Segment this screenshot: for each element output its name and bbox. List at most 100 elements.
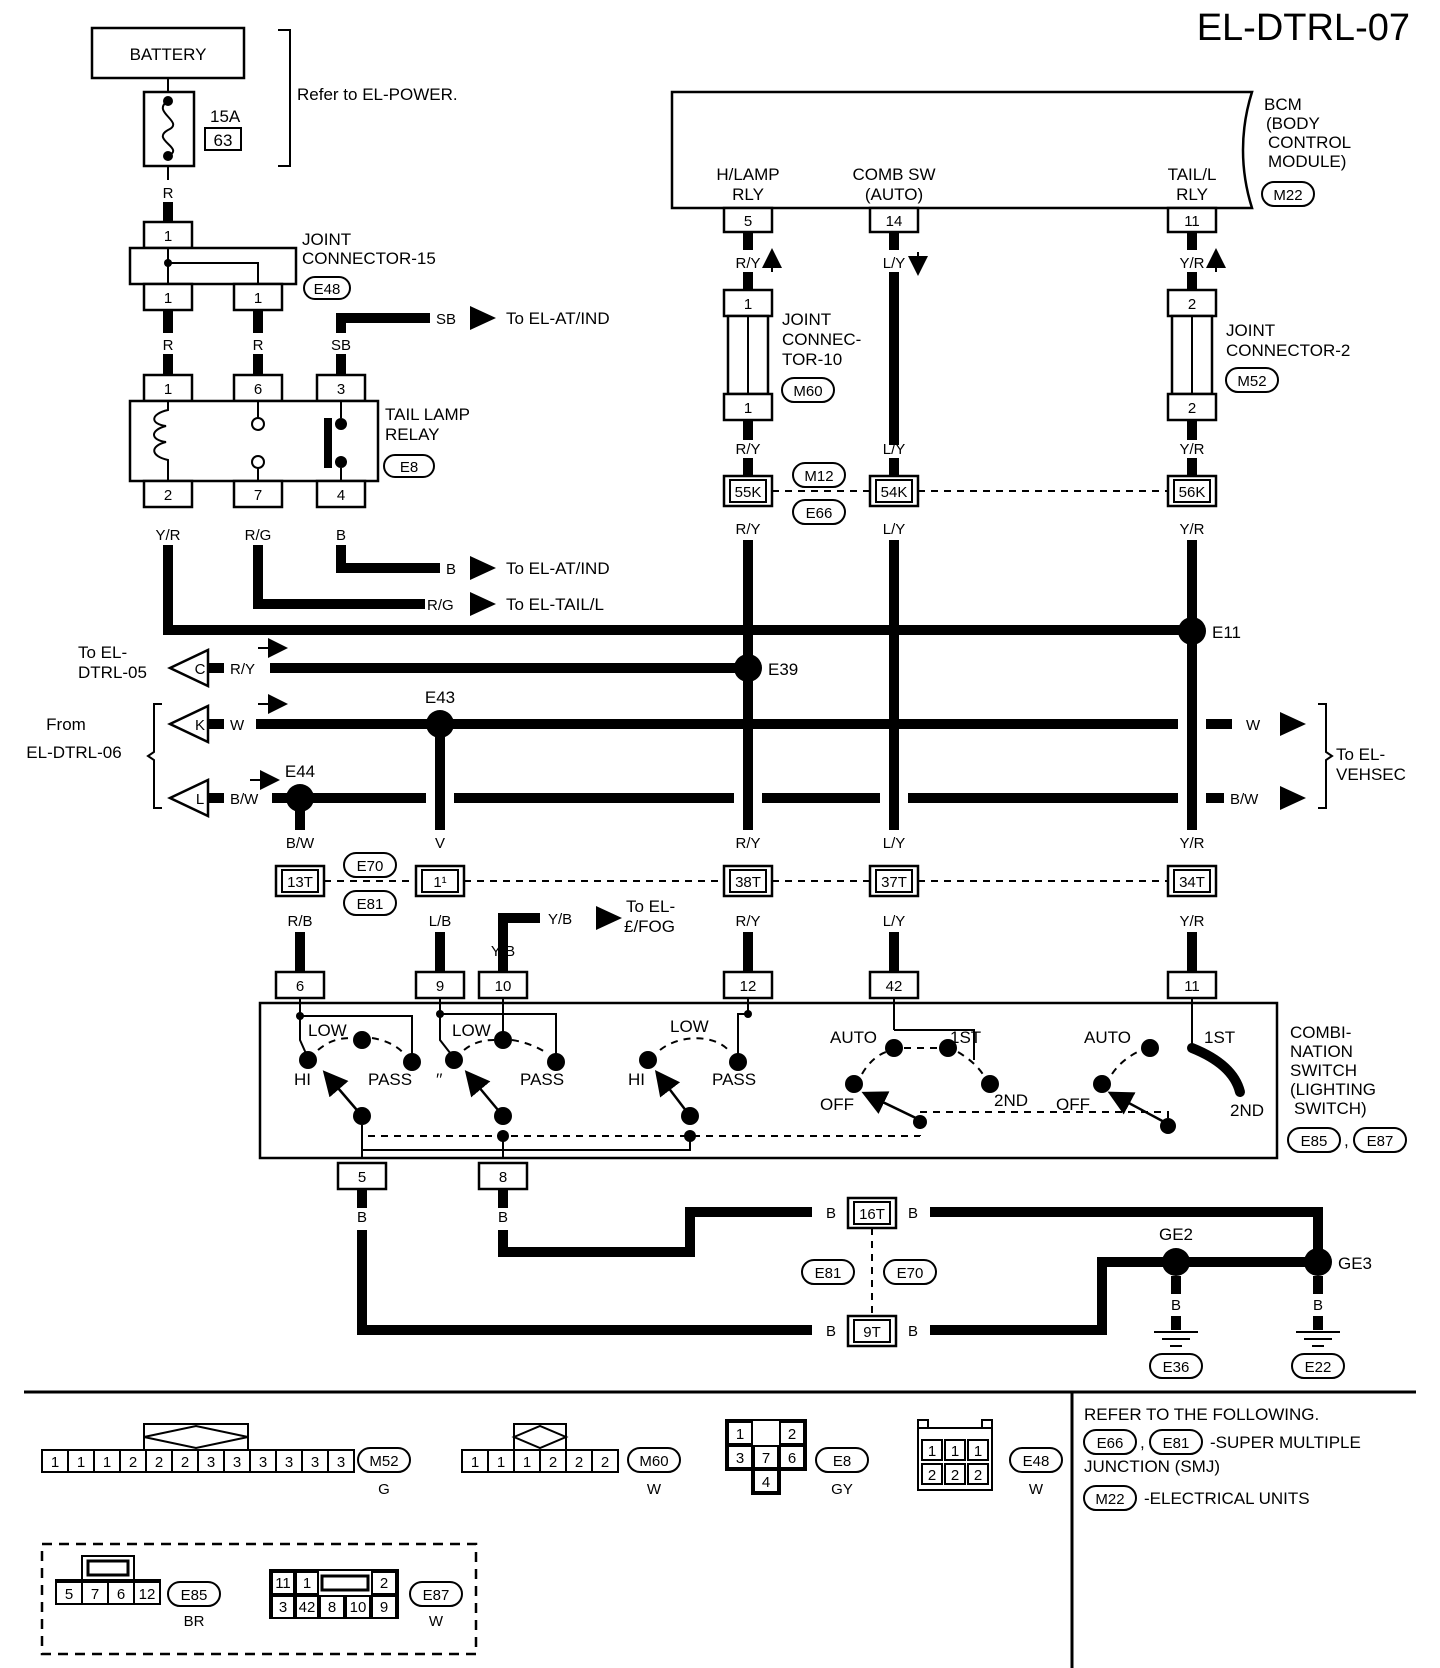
connector-pin-label: 2 [575, 1454, 583, 1471]
svg-text:2: 2 [928, 1467, 936, 1484]
wire-r-battery: R [163, 185, 174, 202]
svg-text:DTRL-05: DTRL-05 [78, 663, 147, 682]
svg-text:1ST: 1ST [950, 1028, 981, 1047]
svg-text:11: 11 [1184, 978, 1200, 995]
svg-text:3: 3 [279, 1599, 287, 1616]
svg-text:TOR-10: TOR-10 [782, 350, 842, 369]
svg-text:SWITCH: SWITCH [1290, 1061, 1357, 1080]
svg-text:B/W: B/W [1230, 791, 1259, 808]
svg-text:R/Y: R/Y [735, 255, 760, 272]
svg-text:PASS: PASS [520, 1070, 564, 1089]
svg-text:1: 1 [164, 290, 172, 307]
svg-text:16T: 16T [859, 1206, 885, 1223]
svg-text:8: 8 [328, 1599, 336, 1616]
tail-lamp-relay: 1 6 3 2 7 4 TAIL LAMP RELAY E8 Y/R R/G B [128, 373, 470, 544]
harness-e70-e81: B/W V R/Y L/Y Y/R 13T 1¹ 38T 37T 34T E70… [274, 835, 1218, 930]
svg-text:2ND: 2ND [1230, 1101, 1264, 1120]
svg-text:GY: GY [831, 1481, 853, 1498]
svg-text:5: 5 [744, 213, 752, 230]
svg-text:B: B [826, 1205, 836, 1222]
svg-text:(BODY: (BODY [1266, 114, 1320, 133]
svg-text:E87: E87 [1367, 1133, 1394, 1150]
combsw-section-2: LOW ′′ PASS [436, 998, 565, 1142]
svg-text:B/W: B/W [286, 835, 315, 852]
svg-text:R/G: R/G [427, 597, 454, 614]
svg-text:1: 1 [254, 290, 262, 307]
svg-text:M22: M22 [1095, 1491, 1124, 1508]
svg-text:R: R [163, 337, 174, 354]
connector-pin-label: 5 [65, 1586, 73, 1603]
bw-bus: L B/W E44 B/W [167, 762, 1306, 818]
w-bus: From EL-DTRL-06 K W E43 W To EL- VEHSEC [26, 688, 1406, 809]
svg-text:E48: E48 [1023, 1453, 1050, 1470]
svg-text:1¹: 1¹ [433, 874, 446, 891]
svg-text:E66: E66 [806, 505, 833, 522]
combsw-input-wires [295, 932, 1197, 972]
svg-text:Y/R: Y/R [1179, 441, 1204, 458]
jc15-conn: E48 [314, 281, 341, 298]
svg-text:M52: M52 [369, 1453, 398, 1470]
svg-text:E81: E81 [1163, 1435, 1190, 1452]
svg-text:Y/B: Y/B [491, 943, 515, 960]
battery-box [90, 26, 246, 80]
svg-text:55K: 55K [735, 484, 762, 501]
svg-text:V: V [435, 835, 445, 852]
relay-label-1: TAIL LAMP [385, 405, 470, 424]
connector-pin-label: 1 [497, 1454, 505, 1471]
svg-text:E8: E8 [833, 1453, 851, 1470]
svg-text:LOW: LOW [670, 1017, 709, 1036]
ground-wiring: B B B 16T B E81 E70 B 9T B GE2 GE3 B E36… [357, 1189, 1372, 1379]
diagram-title: EL-DTRL-07 [1197, 7, 1410, 49]
svg-text:(AUTO): (AUTO) [865, 185, 923, 204]
joint-connector-15: 1 1 1 JOINT CONNECTOR-15 E48 R R [128, 202, 436, 375]
svg-text:W: W [429, 1613, 444, 1630]
jc15-top-pin: 1 [164, 228, 172, 245]
svg-text:1: 1 [744, 296, 752, 313]
svg-text:11: 11 [275, 1575, 291, 1592]
svg-text:13T: 13T [287, 874, 313, 891]
svg-text:1: 1 [928, 1443, 936, 1460]
connector-pin-cell [327, 1449, 355, 1473]
svg-text:1: 1 [164, 381, 172, 398]
svg-text:R/Y: R/Y [735, 441, 760, 458]
svg-text:42: 42 [886, 978, 903, 995]
svg-text:CONNECTOR-2: CONNECTOR-2 [1226, 341, 1350, 360]
svg-text:JUNCTION (SMJ): JUNCTION (SMJ) [1084, 1457, 1220, 1476]
svg-text:1: 1 [744, 400, 752, 417]
svg-text:W: W [1246, 717, 1261, 734]
svg-text:B: B [336, 527, 346, 544]
relay-conn: E8 [400, 459, 418, 476]
svg-text:8: 8 [499, 1169, 507, 1186]
svg-text:GE3: GE3 [1338, 1254, 1372, 1273]
svg-text:M12: M12 [804, 468, 833, 485]
svg-text:R/Y: R/Y [735, 835, 760, 852]
to-vehsec-brace [1318, 703, 1334, 809]
svg-text:CONTROL: CONTROL [1268, 133, 1351, 152]
svg-text:9: 9 [380, 1599, 388, 1616]
svg-text:W: W [647, 1481, 662, 1498]
svg-text:2: 2 [1188, 296, 1196, 313]
svg-text:OFF: OFF [820, 1095, 854, 1114]
svg-text:2: 2 [788, 1426, 796, 1443]
combsw-section-1: LOW HI PASS [294, 998, 421, 1125]
svg-text:′′: ′′ [436, 1070, 442, 1089]
svg-text:L/B: L/B [429, 913, 452, 930]
connector-pin-label: 6 [117, 1586, 125, 1603]
svg-text:2ND: 2ND [994, 1091, 1028, 1110]
combsw-section-3: LOW HI PASS [628, 998, 756, 1142]
connector-pin-label: 3 [259, 1454, 267, 1471]
refer-legend: REFER TO THE FOLLOWING. E66 , E81 -SUPER… [1083, 1405, 1361, 1511]
ground-icon-e36 [1154, 1331, 1198, 1347]
svg-text:E44: E44 [285, 762, 315, 781]
svg-text:3: 3 [736, 1450, 744, 1467]
svg-text:54K: 54K [881, 484, 908, 501]
svg-text:6: 6 [788, 1450, 796, 1467]
fuse-icon [161, 100, 175, 157]
svg-text:PASS: PASS [712, 1070, 756, 1089]
svg-text:2: 2 [1188, 400, 1196, 417]
svg-text:COMBI-: COMBI- [1290, 1023, 1351, 1042]
svg-text:RLY: RLY [1176, 185, 1208, 204]
